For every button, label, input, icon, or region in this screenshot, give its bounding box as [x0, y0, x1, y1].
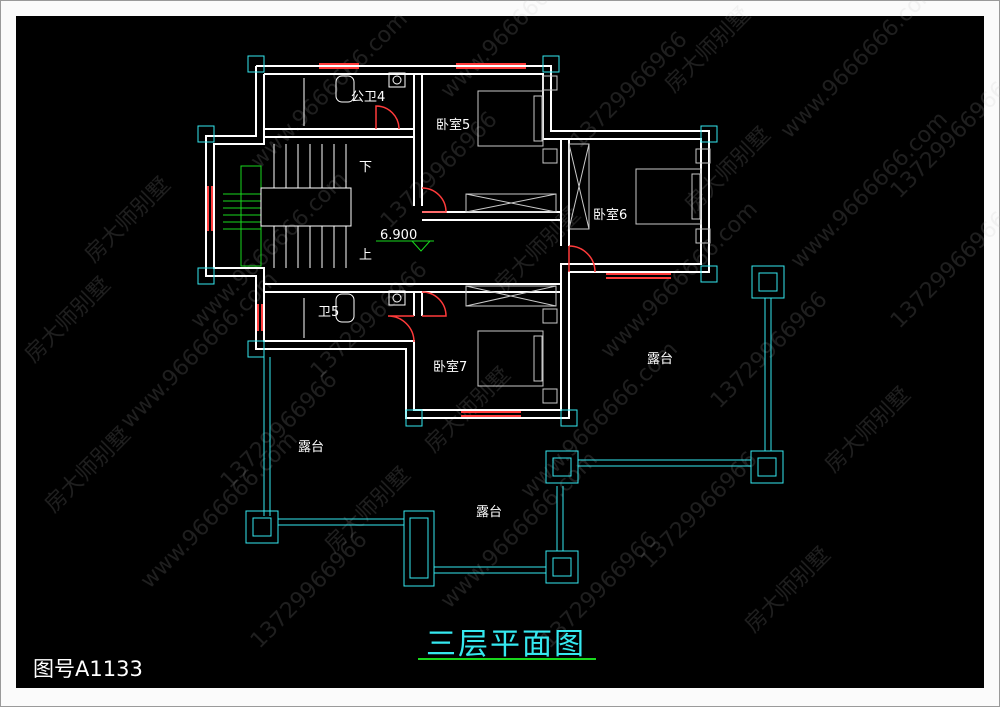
- room-label-bath5: 卫5: [318, 305, 339, 320]
- wall-columns: [197, 55, 718, 427]
- title-underline: [418, 658, 596, 660]
- room-label-terrace-right: 露台: [647, 352, 673, 367]
- stair-up-label: 上: [359, 248, 372, 263]
- windows: [207, 63, 671, 417]
- room-label-terrace-left: 露台: [298, 440, 324, 455]
- stair-treads: [260, 144, 352, 268]
- interior-walls: [264, 74, 570, 342]
- stair-down-label: 下: [359, 160, 372, 175]
- terrace-pillars: [245, 265, 785, 587]
- bed-bedroom5: [465, 75, 558, 213]
- drawing-number: 图号A1133: [33, 657, 143, 681]
- bed-bedroom6: [568, 143, 711, 244]
- bed-bedroom7: [465, 285, 558, 404]
- bath5-fixtures: [303, 290, 406, 338]
- terrace-railings: [263, 298, 772, 574]
- room-label-bedroom5: 卧室5: [436, 117, 470, 133]
- elevation-label: 6.900: [380, 228, 417, 243]
- room-label-terrace-bottom: 露台: [476, 505, 502, 520]
- staircase: [223, 165, 262, 267]
- room-label-bedroom6: 卧室6: [593, 207, 627, 223]
- room-label-bath4: 公卫4: [351, 90, 385, 105]
- doors: [375, 105, 596, 343]
- room-label-bedroom7: 卧室7: [433, 359, 467, 375]
- elevation-marker: [376, 240, 434, 252]
- floor-plan: 公卫4 卧室5 卧室6 卫5 卧室7 露台 露台 露台 下 上 6.900: [197, 55, 785, 587]
- drawing-title: 三层平面图: [426, 627, 586, 662]
- bath4-fixtures: [303, 72, 406, 126]
